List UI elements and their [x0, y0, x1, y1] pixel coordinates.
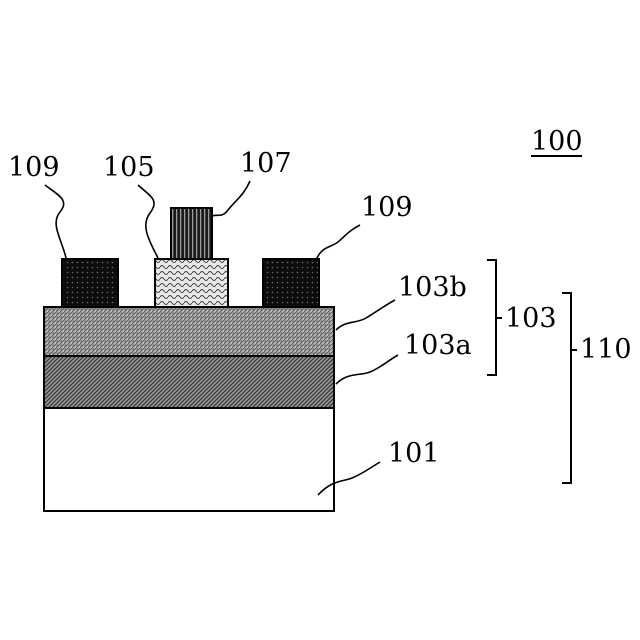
label-107: 107	[240, 148, 292, 179]
electrode-105	[155, 259, 228, 307]
layer-103b	[44, 307, 334, 356]
leader-109-left	[45, 185, 66, 258]
electrode-107	[171, 208, 212, 259]
leader-103b	[336, 300, 395, 330]
label-103b: 103b	[398, 272, 467, 303]
label-103: 103	[505, 303, 557, 334]
leader-105	[138, 185, 158, 258]
brace-110	[562, 293, 577, 483]
label-105: 105	[103, 152, 155, 183]
electrode-109-left	[62, 259, 118, 307]
label-109-left: 109	[8, 152, 60, 183]
leader-107	[212, 181, 250, 216]
layer-103a	[44, 356, 334, 408]
brace-103	[487, 260, 502, 375]
figure-reference: 100	[531, 126, 583, 157]
leader-101	[318, 462, 380, 495]
electrode-109-right	[263, 259, 319, 307]
label-110: 110	[580, 334, 632, 365]
leader-103a	[336, 355, 398, 384]
label-103a: 103a	[404, 330, 472, 361]
label-101: 101	[388, 438, 440, 469]
leader-109-right	[316, 225, 360, 260]
substrate-101	[44, 408, 334, 511]
label-109-right: 109	[361, 192, 413, 223]
